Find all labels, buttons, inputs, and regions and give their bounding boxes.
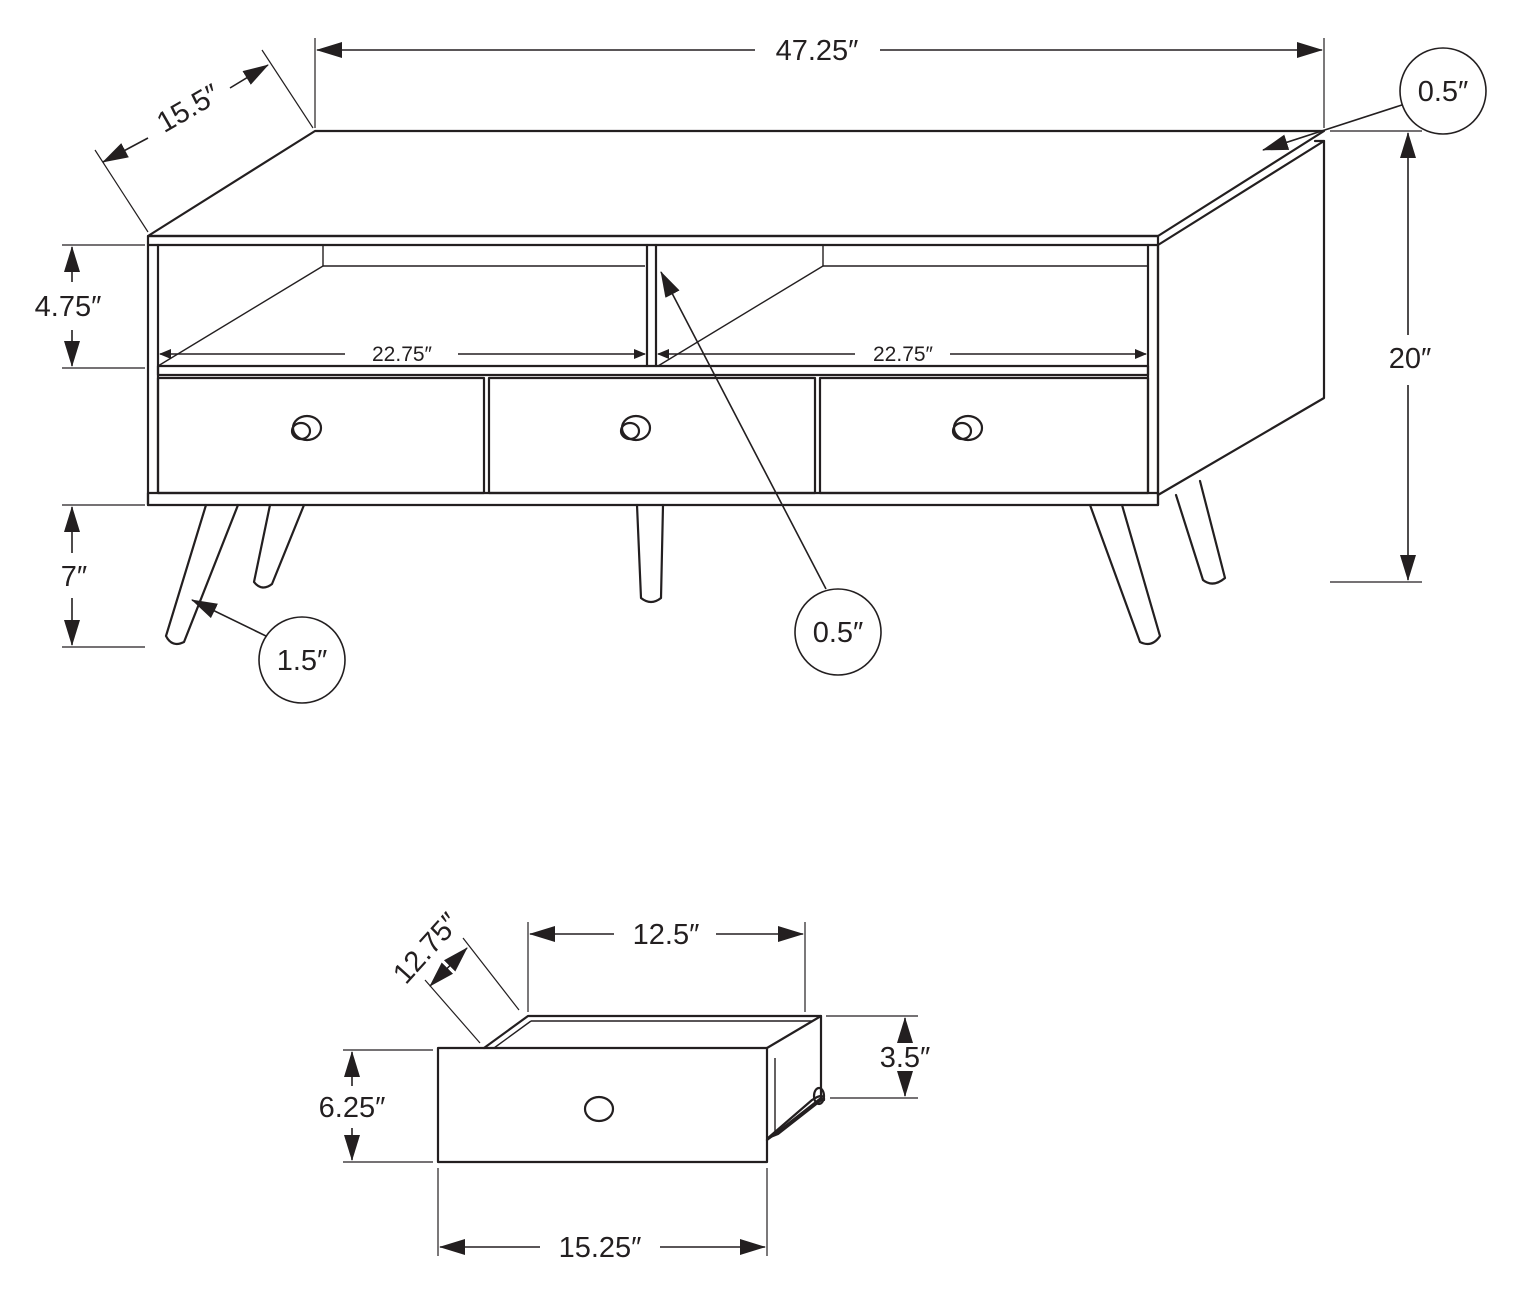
top-thickness-label: 0.5″ [1418,76,1469,108]
drawer-front-right [818,376,1150,495]
dimension-lines [62,38,1422,648]
tv-stand-drawing [146,129,1326,646]
drawer-knob [583,1095,615,1123]
leg [164,503,240,646]
divider-thickness-bubble [794,588,882,676]
drawer-drawing [436,1014,826,1164]
drawer-front-center [487,376,817,495]
drawer-front-left [156,376,486,495]
divider-thickness-label: 0.5″ [813,617,864,649]
shelf-height-label: 4.75″ [35,291,102,323]
shelf-width-right-label: 22.75″ [873,343,934,366]
leg [252,503,306,589]
leg [635,503,665,604]
leg-diameter-label: 1.5″ [277,645,328,677]
leg-diameter-bubble [258,616,346,704]
drawer-inner-height-label: 3.5″ [880,1042,931,1074]
drawer-front-height-label: 6.25″ [319,1092,386,1124]
drawer-front [436,1046,769,1164]
height-label: 20″ [1389,343,1432,375]
width-label: 47.25″ [776,35,859,67]
depth-label: 15.5″ [152,78,226,139]
leg [1088,503,1162,646]
drawer-dimension-lines [343,922,918,1256]
shelf-width-left-label: 22.75″ [372,343,433,366]
drawer-front-width-label: 15.25″ [559,1232,642,1264]
drawer-inner-width-label: 12.5″ [633,919,700,951]
top-thickness-bubble [1399,47,1487,135]
leg-height-label: 7″ [61,561,87,593]
drawer-depth-label: 12.75″ [387,907,466,990]
leg [1174,479,1227,585]
